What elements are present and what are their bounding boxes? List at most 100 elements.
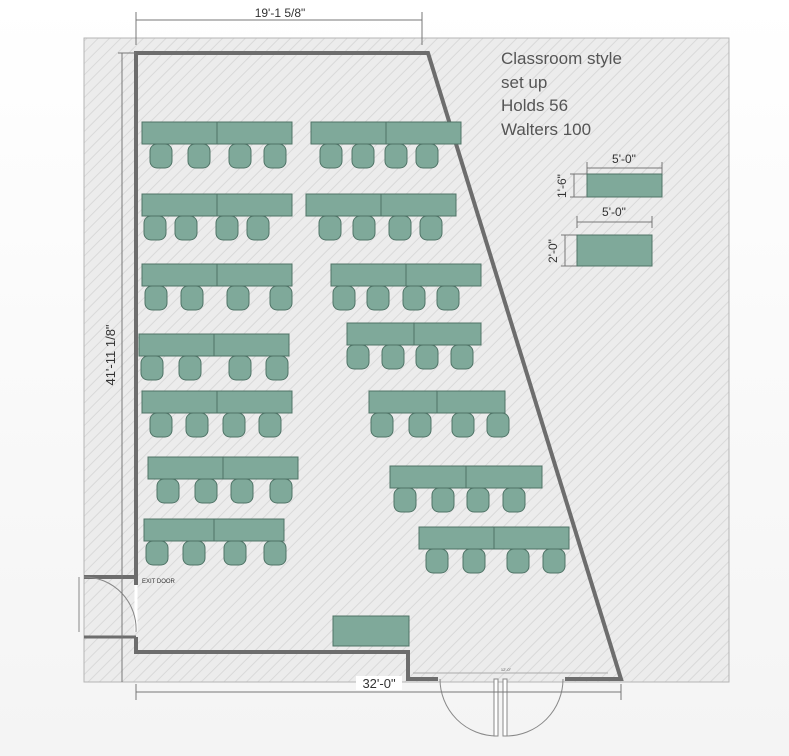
info-line-4: Walters 100 xyxy=(501,120,591,139)
chair[interactable] xyxy=(149,143,173,169)
chair[interactable] xyxy=(346,344,370,370)
table[interactable] xyxy=(465,465,543,489)
chair[interactable] xyxy=(187,143,211,169)
chair[interactable] xyxy=(319,143,343,169)
chair[interactable] xyxy=(140,355,164,381)
bottom-double-door xyxy=(413,672,608,737)
chair[interactable] xyxy=(226,285,250,311)
chair[interactable] xyxy=(263,540,287,566)
chair[interactable] xyxy=(228,143,252,169)
chair[interactable] xyxy=(366,285,390,311)
chair[interactable] xyxy=(180,285,204,311)
info-line-3: Holds 56 xyxy=(501,96,568,115)
chair[interactable] xyxy=(384,143,408,169)
chair[interactable] xyxy=(215,215,239,241)
left-dimension-line xyxy=(118,52,136,682)
table[interactable] xyxy=(330,263,407,287)
chair[interactable] xyxy=(222,412,246,438)
chair[interactable] xyxy=(419,215,443,241)
table[interactable] xyxy=(405,263,482,287)
chair[interactable] xyxy=(466,487,490,513)
chair[interactable] xyxy=(542,548,566,574)
table[interactable] xyxy=(138,333,215,357)
chair[interactable] xyxy=(269,285,293,311)
table[interactable] xyxy=(389,465,467,489)
chair[interactable] xyxy=(436,285,460,311)
chair[interactable] xyxy=(263,143,287,169)
table[interactable] xyxy=(222,456,299,480)
table[interactable] xyxy=(310,121,387,145)
table[interactable] xyxy=(143,518,215,542)
chair[interactable] xyxy=(258,412,282,438)
table[interactable] xyxy=(216,390,293,414)
table[interactable] xyxy=(346,322,415,346)
table[interactable] xyxy=(141,263,218,287)
chair[interactable] xyxy=(451,412,475,438)
chair[interactable] xyxy=(402,285,426,311)
chair[interactable] xyxy=(425,548,449,574)
chair[interactable] xyxy=(265,355,289,381)
chair[interactable] xyxy=(450,344,474,370)
table[interactable] xyxy=(141,121,218,145)
chair[interactable] xyxy=(318,215,342,241)
chair[interactable] xyxy=(246,215,270,241)
chair[interactable] xyxy=(408,412,432,438)
chair[interactable] xyxy=(502,487,526,513)
chair[interactable] xyxy=(149,412,173,438)
chair[interactable] xyxy=(223,540,247,566)
table[interactable] xyxy=(436,390,506,414)
top-dimension-line xyxy=(135,12,423,45)
chair[interactable] xyxy=(269,478,293,504)
legend-small-depth: 1'-6" xyxy=(555,174,569,198)
legend-large-width: 5'-0" xyxy=(602,205,626,219)
chair[interactable] xyxy=(351,143,375,169)
table[interactable] xyxy=(141,193,218,217)
table[interactable] xyxy=(216,121,293,145)
table[interactable] xyxy=(141,390,218,414)
table[interactable] xyxy=(305,193,382,217)
chair[interactable] xyxy=(352,215,376,241)
chair[interactable] xyxy=(156,478,180,504)
table[interactable] xyxy=(368,390,438,414)
wall-main xyxy=(134,51,624,681)
chair[interactable] xyxy=(370,412,394,438)
legend-small-width: 5'-0" xyxy=(612,152,636,166)
table[interactable] xyxy=(413,322,482,346)
chair[interactable] xyxy=(381,344,405,370)
table[interactable] xyxy=(493,526,570,550)
left-dimension-label: 41'-11 1/8" xyxy=(103,324,118,385)
door-width-label: 12'-0" xyxy=(501,667,512,672)
chair[interactable] xyxy=(145,540,169,566)
chair[interactable] xyxy=(143,215,167,241)
table[interactable] xyxy=(380,193,457,217)
chair[interactable] xyxy=(486,412,510,438)
table[interactable] xyxy=(213,518,285,542)
chair[interactable] xyxy=(178,355,202,381)
table[interactable] xyxy=(213,333,290,357)
chair[interactable] xyxy=(230,478,254,504)
chair[interactable] xyxy=(185,412,209,438)
chair[interactable] xyxy=(228,355,252,381)
chair[interactable] xyxy=(174,215,198,241)
chair[interactable] xyxy=(194,478,218,504)
chair[interactable] xyxy=(431,487,455,513)
chair[interactable] xyxy=(415,344,439,370)
table[interactable] xyxy=(216,263,293,287)
legend-table-large-shape xyxy=(576,234,653,267)
table[interactable] xyxy=(216,193,293,217)
chair[interactable] xyxy=(144,285,168,311)
info-line-2: set up xyxy=(501,73,547,92)
chair[interactable] xyxy=(415,143,439,169)
chair[interactable] xyxy=(182,540,206,566)
table[interactable] xyxy=(385,121,462,145)
chair[interactable] xyxy=(332,285,356,311)
chair[interactable] xyxy=(388,215,412,241)
chair[interactable] xyxy=(506,548,530,574)
table[interactable] xyxy=(418,526,495,550)
chair[interactable] xyxy=(462,548,486,574)
table[interactable] xyxy=(147,456,224,480)
legend-table-small-shape xyxy=(586,173,663,198)
presenter-table[interactable] xyxy=(332,615,410,647)
room-walls xyxy=(84,51,624,681)
chair[interactable] xyxy=(393,487,417,513)
